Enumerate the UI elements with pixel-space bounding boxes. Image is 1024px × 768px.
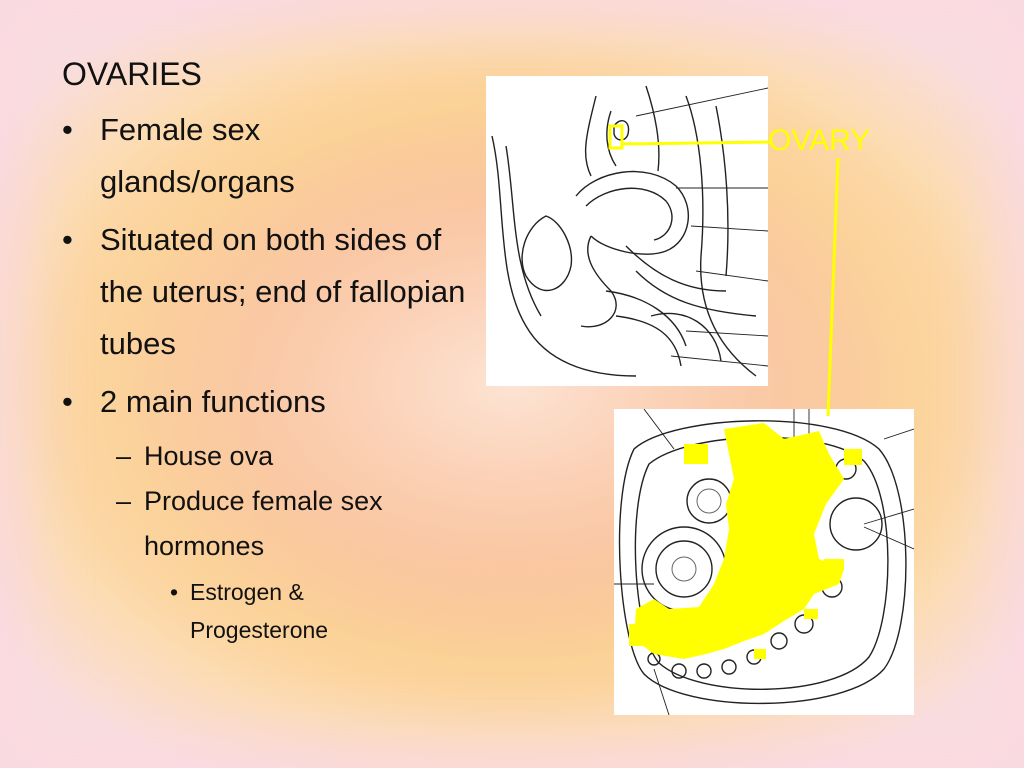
pelvis-cross-section-drawing-icon xyxy=(491,85,768,377)
sub-bullet-item: – House ova xyxy=(62,434,500,479)
bullet-text: 2 main functions xyxy=(100,384,326,419)
ovary-highlight-spots xyxy=(629,444,862,659)
sub-bullet-text: House ova xyxy=(144,441,274,471)
bullet-marker: • xyxy=(62,112,73,147)
ovary-cross-section-image xyxy=(614,409,914,715)
slide-text-block: OVARIES • Female sex glands/organs • Sit… xyxy=(62,52,500,649)
dash-marker: – xyxy=(116,486,132,516)
ovary-callout-vertical xyxy=(826,157,840,417)
sub-sub-bullet-item: • Estrogen & Progesterone xyxy=(62,573,500,649)
bullet-marker: • xyxy=(170,579,179,605)
bullet-marker: • xyxy=(62,384,73,419)
slide-title: OVARIES xyxy=(62,56,202,92)
bullet-text: Female sex glands/organs xyxy=(100,112,295,199)
ovary-highlight-region xyxy=(634,423,844,659)
bullet-item: • Situated on both sides of the uterus; … xyxy=(62,214,500,370)
bullet-text: Situated on both sides of the uterus; en… xyxy=(100,222,466,361)
sub-bullet-item: – Produce female sex hormones xyxy=(62,479,500,569)
ovary-callout-label: OVARY xyxy=(768,124,871,157)
bullet-item: • 2 main functions xyxy=(62,376,500,428)
pelvis-cross-section-image xyxy=(486,76,768,386)
sub-sub-bullet-text: Estrogen & Progesterone xyxy=(190,579,329,643)
ovary-cross-section-drawing-icon xyxy=(614,409,914,715)
sub-bullet-text: Produce female sex hormones xyxy=(144,486,383,561)
bullet-item: • Female sex glands/organs xyxy=(62,104,500,208)
dash-marker: – xyxy=(116,441,132,471)
bullet-marker: • xyxy=(62,222,73,257)
